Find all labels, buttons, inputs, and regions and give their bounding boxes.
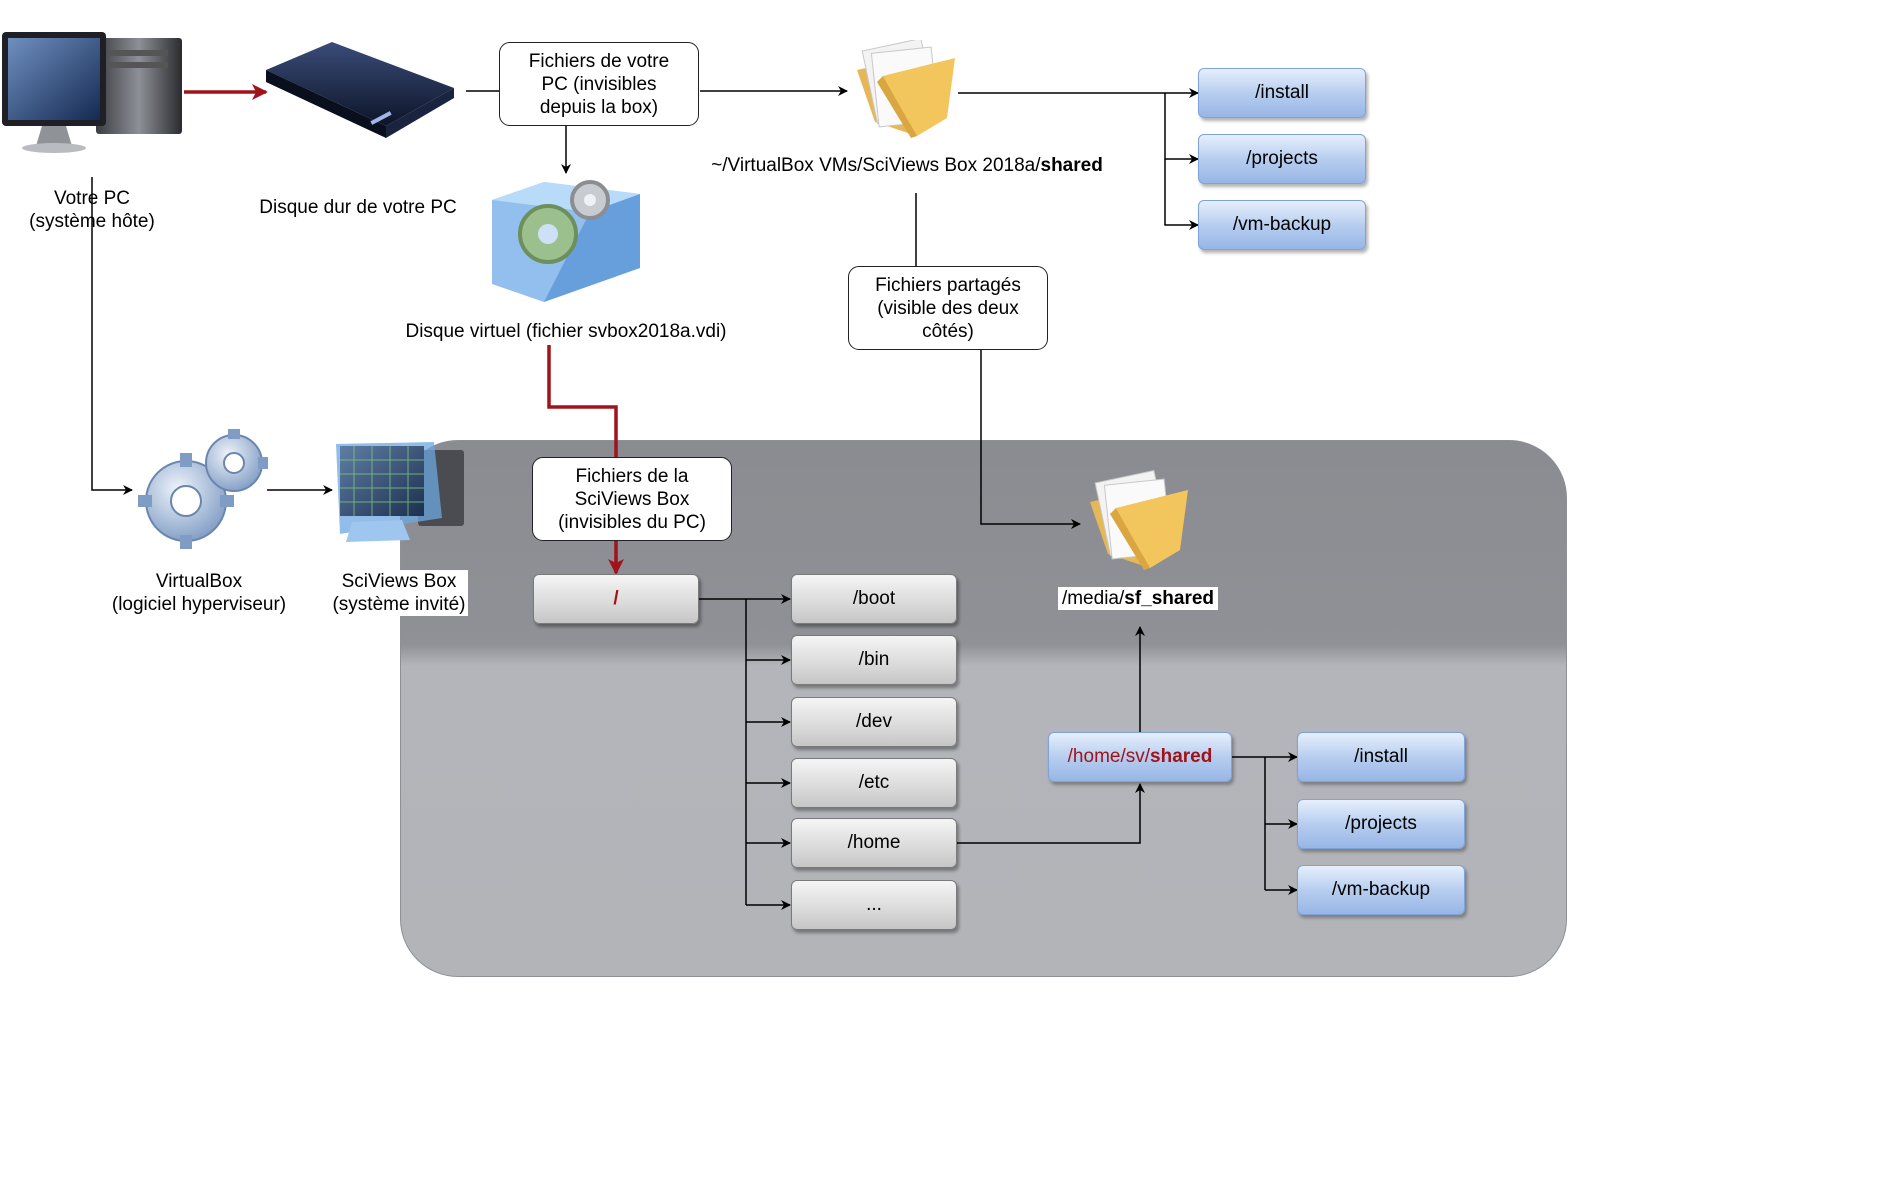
dir-home-label: /home	[847, 832, 901, 853]
edge-folder-vmbackup	[1164, 159, 1199, 230]
guest-folder-vmbackup-label: /vm-backup	[1331, 879, 1431, 900]
note-shared-files: Fichiers partagés (visible des deux côté…	[848, 266, 1048, 350]
dir-dev-label: /dev	[856, 711, 892, 732]
sciviews-box-icon	[336, 442, 464, 542]
dir-root[interactable]: /	[533, 574, 699, 624]
dir-dev[interactable]: /dev	[791, 697, 957, 747]
home-shared-folder[interactable]: /home/sv/shared	[1048, 732, 1232, 782]
dir-home[interactable]: /home	[791, 818, 957, 868]
guest-folder-projects[interactable]: /projects	[1297, 799, 1465, 849]
hard-disk-label: Disque dur de votre PC	[259, 197, 457, 218]
desktop-pc-icon	[2, 32, 182, 153]
virtual-disk-label: Disque virtuel (fichier svbox2018a.vdi)	[405, 321, 727, 342]
guest-folder-projects-label: /projects	[1345, 813, 1417, 834]
dir-bin-label: /bin	[858, 649, 890, 670]
shared-path-bold: shared	[1040, 155, 1103, 176]
diagram: Votre PC (système hôte) Disque dur de vo…	[2, 32, 1567, 977]
home-path-bold: shared	[1150, 746, 1213, 767]
dir-etc-label: /etc	[858, 772, 890, 793]
virtualbox-gears-icon	[138, 429, 268, 549]
dir-boot[interactable]: /boot	[791, 574, 957, 624]
host-folder-projects-label: /projects	[1246, 148, 1318, 169]
dir-bin[interactable]: /bin	[791, 635, 957, 685]
shared-folder-path: ~/VirtualBox VMs/SciViews Box 2018a/shar…	[690, 154, 1124, 177]
shared-folder-icon	[857, 40, 955, 138]
home-path-prefix: /home/sv/	[1067, 746, 1151, 767]
guest-folder-install[interactable]: /install	[1297, 732, 1465, 782]
media-shared-path: /media/sf_shared	[1058, 587, 1218, 610]
edge-pc-virtualbox	[91, 177, 133, 495]
dir-more-label: ...	[866, 894, 882, 915]
media-path-prefix: /media/	[1061, 588, 1125, 609]
sciviews-box-label: SciViews Box (système invité)	[330, 570, 468, 616]
edge-sharednote-media	[980, 350, 1081, 529]
guest-folder-install-label: /install	[1354, 746, 1408, 767]
guest-folder-vmbackup[interactable]: /vm-backup	[1297, 865, 1465, 915]
dir-root-label: /	[613, 588, 619, 609]
note-pc-files: Fichiers de votre PC (invisibles depuis …	[499, 42, 699, 126]
media-folder-icon	[1090, 470, 1188, 570]
dir-more[interactable]: ...	[791, 880, 957, 930]
connectors	[91, 84, 1298, 910]
host-folder-projects[interactable]: /projects	[1198, 134, 1366, 184]
dir-etc[interactable]: /etc	[791, 758, 957, 808]
dir-boot-label: /boot	[852, 588, 896, 609]
host-folder-install[interactable]: /install	[1198, 68, 1366, 118]
shared-path-prefix: ~/VirtualBox VMs/SciViews Box 2018a/	[711, 155, 1041, 176]
edge-folder-projects	[1164, 93, 1199, 164]
media-path-bold: sf_shared	[1124, 588, 1215, 609]
host-folder-vmbackup-label: /vm-backup	[1232, 214, 1332, 235]
virtualbox-label: VirtualBox (logiciel hyperviseur)	[111, 571, 287, 615]
edge-home-shared	[957, 783, 1145, 844]
pc-label: Votre PC (système hôte)	[29, 188, 155, 232]
host-folder-install-label: /install	[1255, 82, 1309, 103]
host-folder-vmbackup[interactable]: /vm-backup	[1198, 200, 1366, 250]
virtual-disk-icon	[492, 180, 640, 302]
hard-disk-icon	[266, 42, 454, 138]
note-guest-files: Fichiers de la SciViews Box (invisibles …	[532, 457, 732, 541]
